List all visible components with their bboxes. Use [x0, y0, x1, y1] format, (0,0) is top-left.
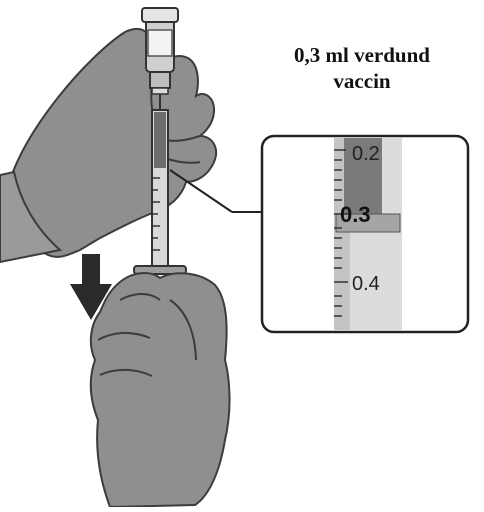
instruction-caption: 0,3 ml verdund vaccin	[262, 42, 462, 94]
caption-line-1: 0,3 ml verdund	[262, 42, 462, 68]
caption-line-2: vaccin	[262, 68, 462, 94]
lower-gloved-hand	[91, 273, 230, 507]
upper-gloved-hand	[0, 29, 216, 262]
magnified-inset: 0.2 0.3 0.4	[262, 136, 468, 332]
scale-label-03: 0.3	[340, 202, 371, 227]
scale-label-02: 0.2	[352, 143, 380, 165]
scale-label-04: 0.4	[352, 273, 380, 295]
